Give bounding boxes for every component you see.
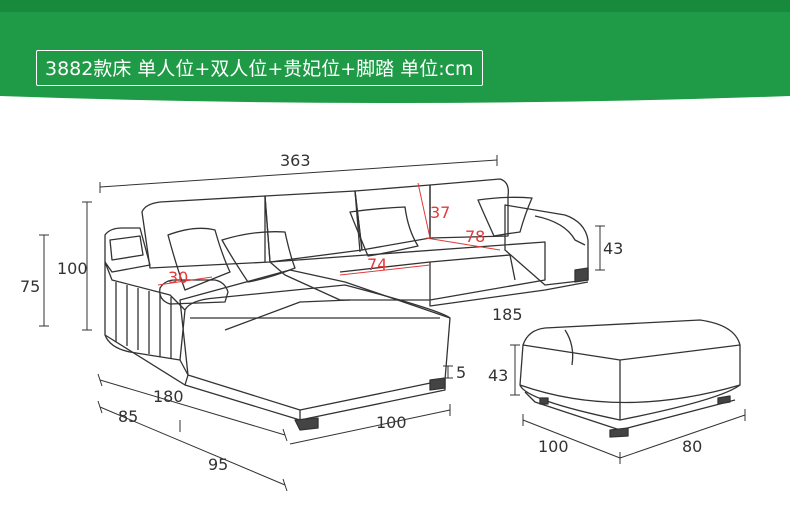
dim-arm-30: 30: [168, 268, 188, 287]
red-dimension-lines: [157, 182, 501, 286]
left-arm: [104, 227, 186, 361]
title-banner: [0, 0, 790, 103]
title-label: 3882款床 单人位+双人位+贵妃位+脚踏 单位:cm: [36, 50, 483, 86]
dim-ottoman-80: 80: [682, 437, 702, 456]
throw-pillows: [167, 196, 533, 291]
chaise-seat: [104, 269, 451, 431]
dim-total-width: 363: [280, 151, 311, 170]
dim-bottom-95: 95: [208, 455, 228, 474]
dim-chaise-180: 180: [153, 387, 184, 406]
dim-height-75: 75: [20, 277, 40, 296]
right-arm: [504, 204, 589, 286]
dim-height-total: 100: [57, 259, 88, 278]
dim-depth-185: 185: [492, 305, 523, 324]
dim-back-37: 37: [430, 203, 450, 222]
dimension-lines: [39, 155, 746, 492]
dim-leg-5: 5: [456, 363, 466, 382]
dim-seat-78: 78: [465, 227, 485, 246]
back-cushions: [141, 178, 509, 269]
dim-armrest-43: 43: [603, 239, 623, 258]
ottoman: [519, 319, 741, 438]
arm-cushion: [159, 279, 229, 305]
main-seat: [269, 241, 589, 307]
dimension-labels: 363 100 75 37 78 43 30 74 185 180 5 85 1…: [20, 151, 702, 474]
dim-ottoman-100: 100: [538, 437, 569, 456]
dim-bottom-100: 100: [376, 413, 407, 432]
dim-ottoman-43: 43: [488, 366, 508, 385]
dim-chaise-85: 85: [118, 407, 138, 426]
dim-seat-74: 74: [367, 255, 387, 274]
